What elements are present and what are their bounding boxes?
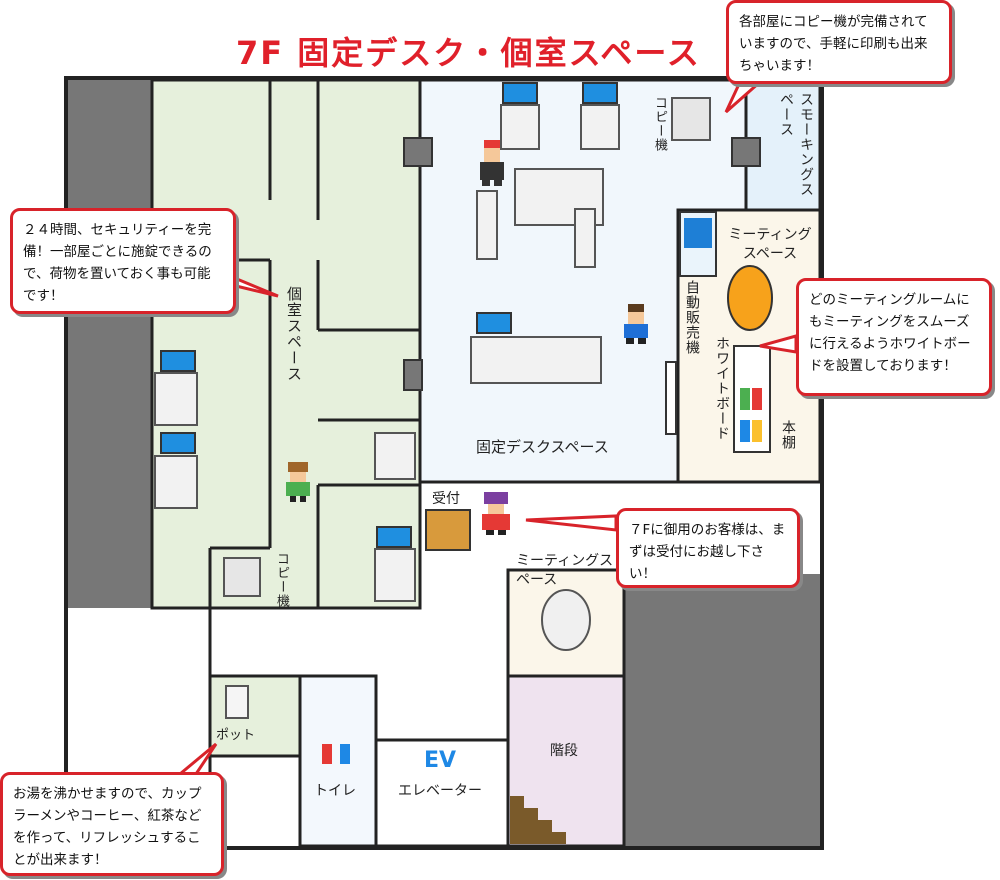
grey-block-right [624,574,820,846]
computer [376,526,412,548]
desk [574,208,596,268]
smoking-label-wrap: スモーキングスペース [760,92,816,204]
grey-block-left [68,80,152,608]
stairs-label: 階段 [550,743,578,759]
copier-bottom-label: コピー機 [274,552,289,608]
whiteboard-label: ホワイトボード [714,336,730,441]
smoking-label: スモーキングスペース [778,92,814,197]
person-icon [286,462,310,502]
computer [582,82,618,104]
elevator-area [374,738,510,848]
vending-label: 自動販売機 [684,280,700,355]
bookshelf-label: 本棚 [780,420,796,450]
computer [476,312,512,334]
desk [374,548,416,602]
receptionist-icon [482,492,510,535]
pot-label: ポット [216,728,256,743]
reception-label: 受付 [432,491,460,507]
ev-label: EV [424,748,457,773]
stairs-area [506,674,626,848]
computer [160,432,196,454]
security-callout: ２４時間、セキュリティーを完備！一部屋ごとに施錠できるので、荷物を置いておく事も… [10,208,236,314]
toilet-label: トイレ [314,783,356,799]
desk [500,104,540,150]
private-space-label: 個室スペース [285,286,303,382]
computer [502,82,538,104]
copier-top-label: コピー機 [652,96,667,152]
desk-cluster [470,336,602,384]
desk [580,104,620,150]
whiteboard-callout: どのミーティングルームにもミーティングをスムーズに行えるようホワイトボードを設置… [796,278,992,396]
private-space-area [150,78,422,610]
person-icon [624,304,648,344]
fixed-desk-label: 固定デスクスペース [476,438,609,456]
reception-callout: ７Fに御用のお客様は、まずは受付にお越し下さい！ [616,508,800,588]
desk [476,190,498,260]
desk [374,432,416,480]
floor-title: 7F 固定デスク・個室スペース [236,34,701,72]
pot-callout: お湯を沸かせますので、カップラーメンやコーヒー、紅茶などを作って、リフレッシュす… [0,772,224,876]
computer [160,350,196,372]
meeting-top-label: ミーティングスペース [728,227,812,262]
desk [154,455,198,509]
copier-callout: 各部屋にコピー機が完備されていますので、手軽に印刷も出来ちゃいます！ [726,0,952,84]
elevator-label: エレベーター [398,783,482,799]
desk [154,372,198,426]
meeting-bottom-label: ミーティングスペース [516,553,614,588]
person-icon [480,140,504,186]
